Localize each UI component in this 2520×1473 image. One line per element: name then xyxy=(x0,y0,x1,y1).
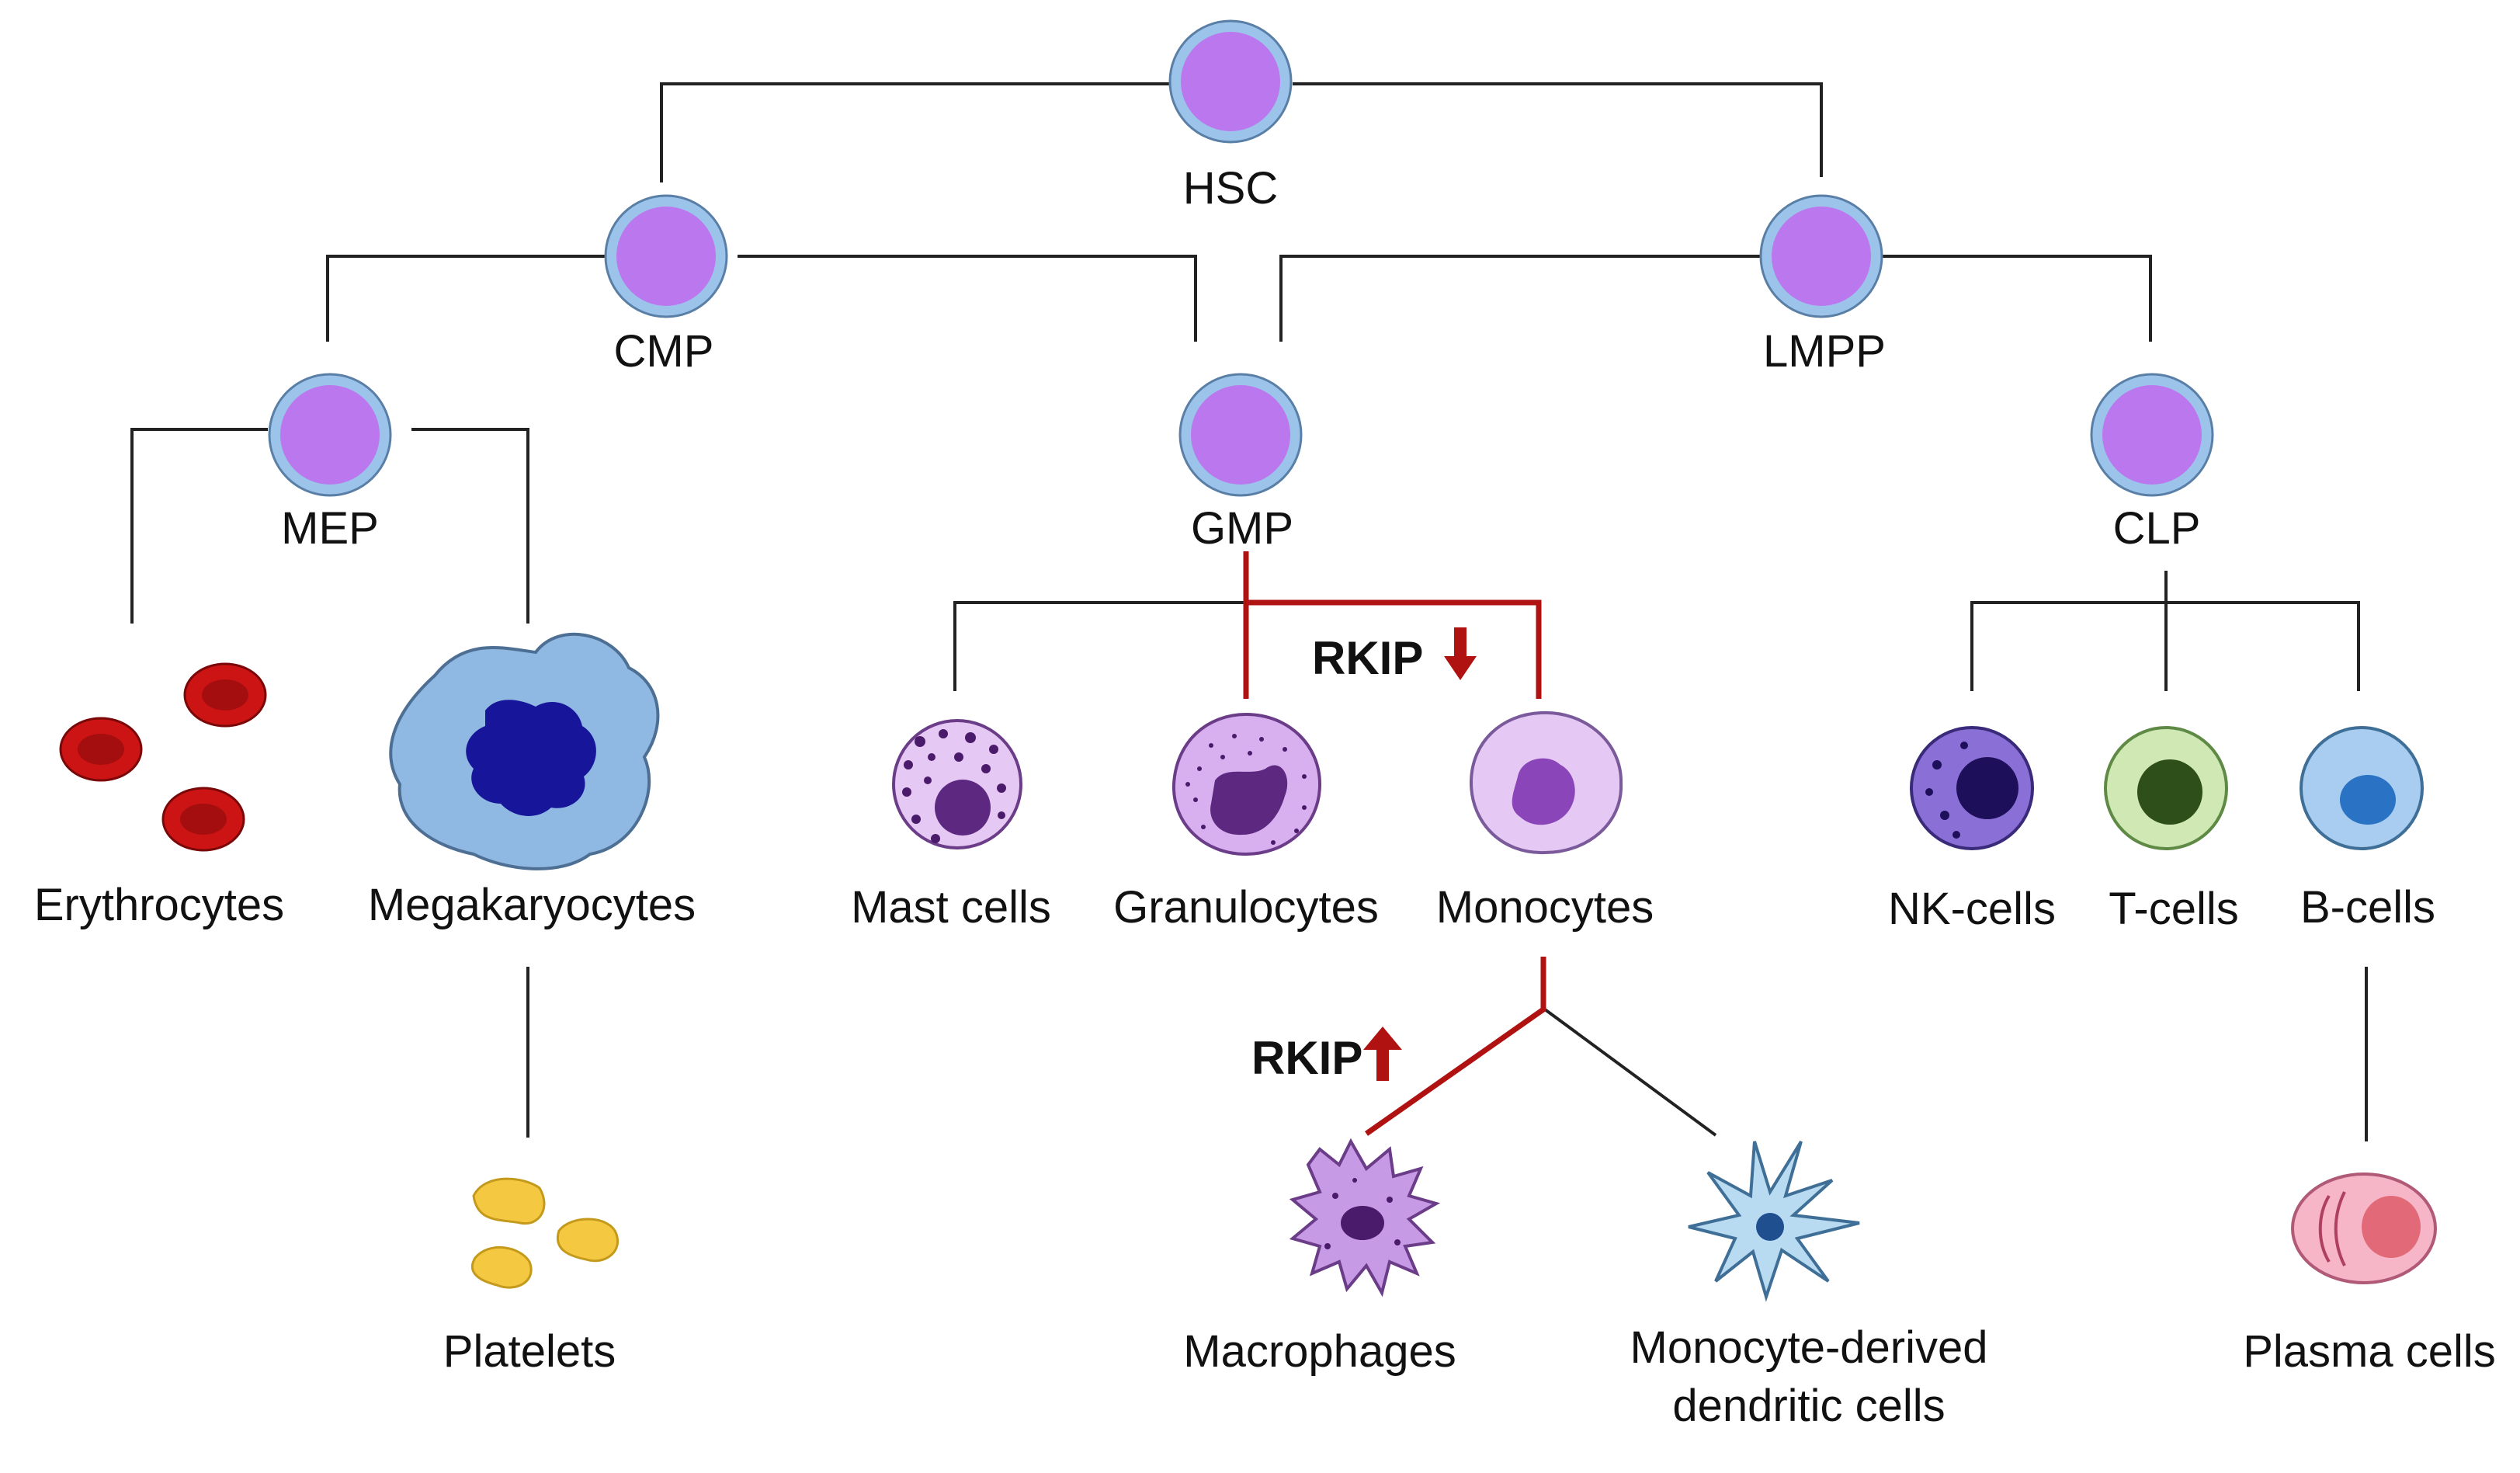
rkip-down-arrow-icon xyxy=(1444,627,1477,680)
clp-cell xyxy=(2090,373,2214,497)
highlight-lines xyxy=(1243,551,1546,1136)
erythrocyte-cells xyxy=(59,662,267,852)
hsc-cell xyxy=(1168,19,1293,144)
label-nk-cells: NK-cells xyxy=(1888,884,2056,934)
macrophage-cell xyxy=(1289,1138,1441,1298)
lmpp-cell xyxy=(1759,194,1883,318)
line-mep-erythrocytes xyxy=(130,428,268,624)
rkip-up-label: RKIP xyxy=(1251,1032,1362,1084)
t-cell xyxy=(2104,726,2228,850)
label-mep: MEP xyxy=(281,503,379,554)
label-erythrocytes: Erythrocytes xyxy=(34,880,284,930)
label-granulocytes: Granulocytes xyxy=(1113,882,1379,933)
line-mep-megakaryocytes xyxy=(411,428,529,624)
label-cmp: CMP xyxy=(614,326,714,377)
megakaryocyte-cell xyxy=(389,632,660,870)
mast-cell xyxy=(892,719,1022,849)
line-mono-modc xyxy=(1543,1008,1717,1137)
progenitor-cells xyxy=(268,19,2214,497)
gmp-cell xyxy=(1178,373,1303,497)
label-monocytes: Monocytes xyxy=(1436,882,1654,933)
label-platelets: Platelets xyxy=(443,1326,616,1377)
label-gmp: GMP xyxy=(1191,503,1293,554)
line-lmpp-gmp xyxy=(1279,255,1762,342)
line-gmp-monocytes xyxy=(1246,599,1542,699)
label-mast-cells: Mast cells xyxy=(851,882,1051,933)
label-lmpp: LMPP xyxy=(1763,326,1886,377)
cmp-cell xyxy=(604,194,728,318)
label-b-cells: B-cells xyxy=(2300,882,2435,933)
label-modc-line1: Monocyte-derived xyxy=(1630,1322,1988,1373)
rkip-up-arrow-icon xyxy=(1363,1027,1402,1081)
line-hsc-lmpp xyxy=(1293,82,1823,177)
labels: HSC CMP LMPP MEP GMP CLP Erythrocytes Me… xyxy=(34,163,2496,1431)
granulocyte-cell xyxy=(1171,712,1322,856)
label-clp: CLP xyxy=(2113,503,2201,554)
monocyte-cell xyxy=(1469,710,1623,855)
connector-lines xyxy=(130,82,2368,1141)
label-t-cells: T-cells xyxy=(2109,884,2239,934)
line-mono-macrophages xyxy=(1364,957,1546,1136)
platelet-cells xyxy=(470,1177,620,1289)
line-lmpp-clp xyxy=(1875,255,2152,342)
dendritic-cell xyxy=(1688,1140,1860,1302)
label-macrophages: Macrophages xyxy=(1183,1326,1456,1377)
nk-cell xyxy=(1910,726,2034,850)
label-plasma-cells: Plasma cells xyxy=(2243,1326,2496,1377)
label-hsc: HSC xyxy=(1183,163,1278,214)
rkip-down-label: RKIP xyxy=(1312,632,1423,684)
line-cmp-mep xyxy=(326,255,606,342)
b-cell xyxy=(2300,726,2424,850)
mep-cell xyxy=(268,373,392,497)
line-gmp-mast xyxy=(953,601,1250,691)
plasma-cell xyxy=(2291,1172,2437,1284)
line-cmp-gmp xyxy=(738,255,1197,342)
label-megakaryocytes: Megakaryocytes xyxy=(368,880,696,930)
rkip-annotations: RKIP RKIP xyxy=(1251,632,1423,1084)
line-hsc-cmp xyxy=(660,82,1172,182)
label-modc-line2: dendritic cells xyxy=(1672,1381,1945,1431)
